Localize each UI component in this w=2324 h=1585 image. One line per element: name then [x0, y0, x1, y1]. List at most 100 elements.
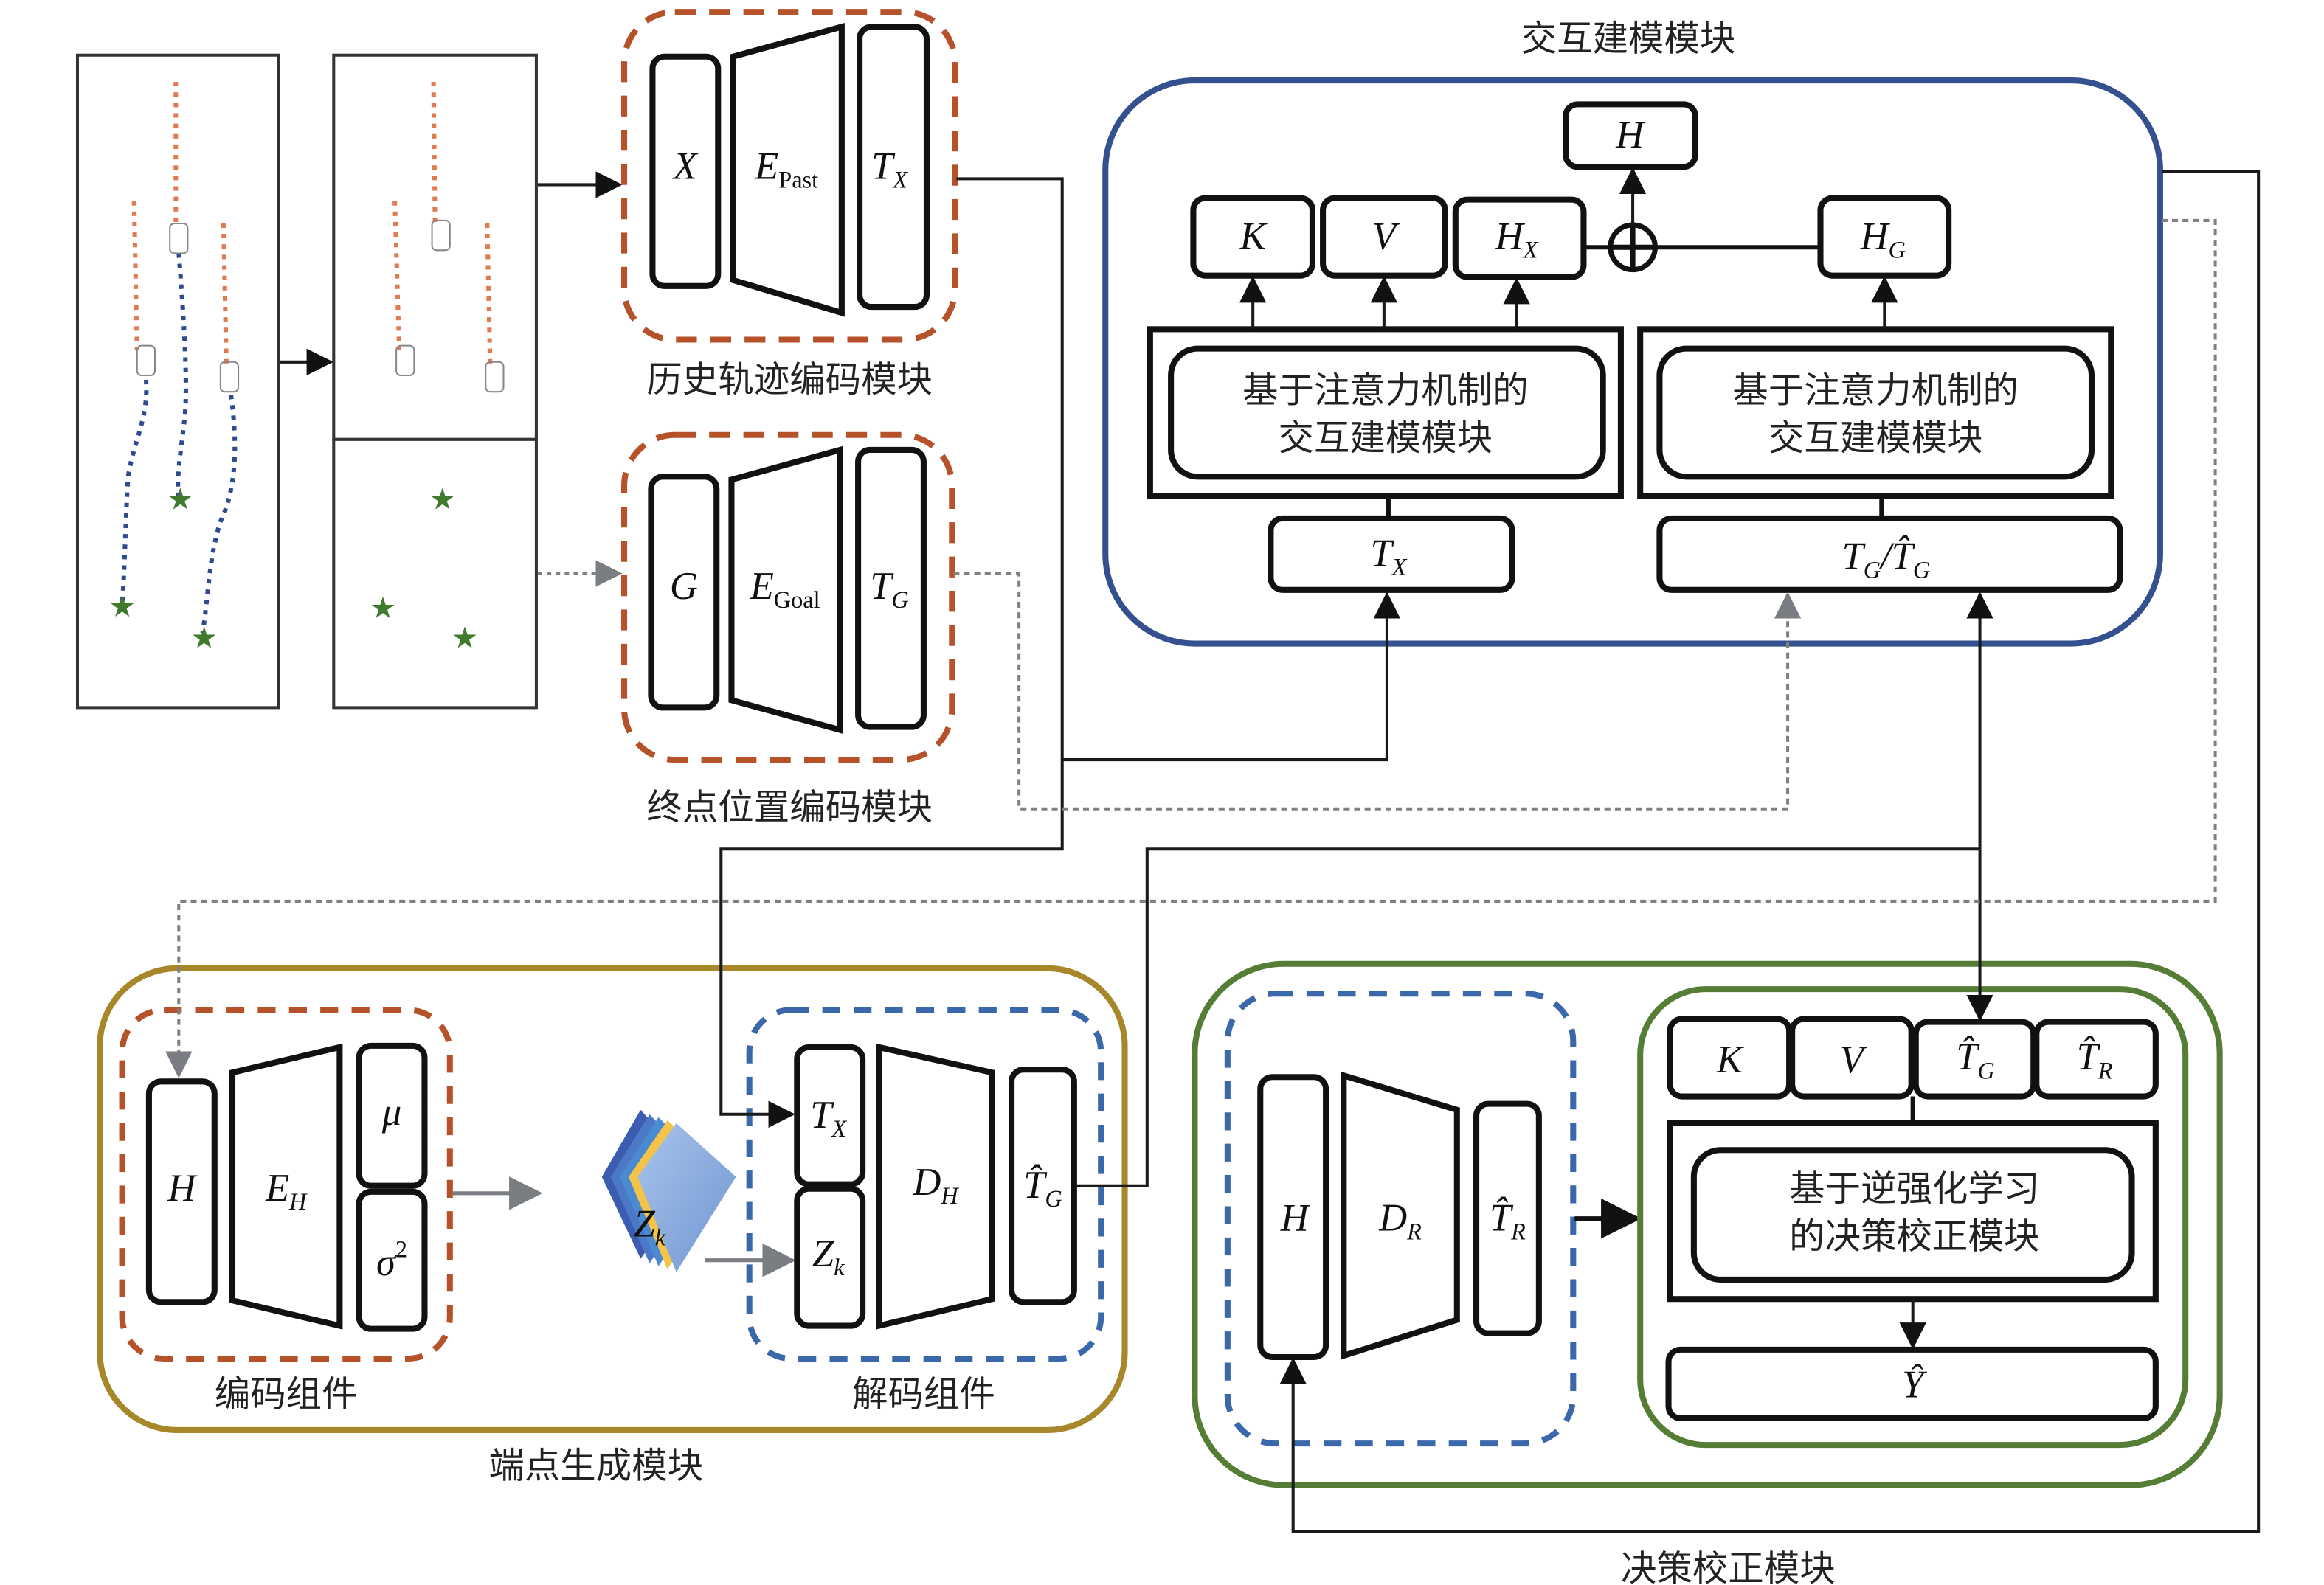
goal-encoder-net [728, 445, 843, 734]
dec-net-label: DH [912, 1161, 959, 1209]
final-output-label: Ŷ [1902, 1364, 1927, 1407]
vehicle-icon [485, 361, 505, 393]
goal-encoding-module: G EGoal TG 终点位置编码模块 [621, 431, 955, 828]
dec-tx-label: TX [810, 1094, 847, 1142]
endpoint-generation-module: 端点生成模块 编码组件 H EH μ σ2 Zk 解码组件 TX Zk DH [97, 965, 1128, 1487]
history-input-box [649, 53, 722, 289]
goal-encoder-label: EGoal [750, 565, 820, 613]
h-to-decision-connector [1279, 170, 2261, 1533]
goal-star-icon: ★ [370, 592, 396, 625]
future-trajectory [176, 253, 188, 500]
history-module-title: 历史轨迹编码模块 [646, 359, 933, 400]
decision-module-title: 决策校正模块 [1621, 1548, 1836, 1585]
irl-tr-box [2033, 1019, 2159, 1100]
endpoint-module-title: 端点生成模块 [488, 1446, 703, 1487]
irl-tg-label: T̂G [1956, 1036, 1995, 1083]
goal-output-box [855, 446, 927, 730]
future-trajectory [200, 394, 238, 634]
decision-decoder-component [1224, 991, 1577, 1447]
enc-h-box [145, 1078, 218, 1305]
dec-out-label: T̂G [1023, 1164, 1062, 1212]
goal-star-icon: ★ [429, 483, 456, 516]
k-label: K [1239, 215, 1268, 257]
history-input-label: X [672, 145, 699, 187]
tx-to-decoder-connector [719, 177, 1064, 1128]
interaction-input-tx-label: TX [1370, 532, 1407, 580]
latent-label: Zk [634, 1202, 666, 1250]
future-trajectory [120, 379, 149, 604]
attention-right-line2: 交互建模模块 [1768, 417, 1983, 459]
attention-left-line1: 基于注意力机制的 [1242, 370, 1529, 411]
irl-line1: 基于逆强化学习 [1789, 1168, 2039, 1210]
goal-star-icon: ★ [452, 622, 478, 655]
goal-input-label: G [670, 565, 698, 608]
final-output-box [1665, 1346, 2159, 1421]
decoder-component-title: 解码组件 [852, 1374, 995, 1415]
interaction-modeling-module: 交互建模模块 H K V HX HG 基于注意力机制的 交互建模模块 基于注意力… [1102, 18, 2163, 647]
irl-line2: 的决策校正模块 [1789, 1216, 2039, 1258]
interaction-output-h-box [1563, 101, 1698, 170]
vehicle-icon [431, 219, 451, 252]
interaction-input-tg-box [1656, 515, 2123, 593]
decision-tr-box [1473, 1100, 1542, 1336]
past-trajectory [221, 223, 229, 365]
decision-tr-label: T̂R [1490, 1196, 1526, 1244]
sigma-box [356, 1188, 428, 1332]
tx-to-interaction-connector [1062, 592, 1401, 762]
goal-module-title: 终点位置编码模块 [646, 787, 933, 828]
history-encoder-label: EPast [754, 145, 818, 193]
decision-dec-net-label: DR [1378, 1196, 1422, 1244]
past-trajectory [392, 201, 402, 350]
dec-tx-box [794, 1044, 866, 1187]
tg-hat-connector [1075, 847, 1980, 1187]
enc-h-label: H [167, 1167, 198, 1210]
tg-to-interaction-connector [953, 572, 1802, 811]
interaction-input-tg-label: TG/T̂G [1842, 535, 1931, 583]
past-trajectory [485, 223, 493, 365]
history-encoding-module: X EPast TX 历史轨迹编码模块 [621, 9, 958, 400]
decision-h-label: H [1280, 1196, 1311, 1239]
interaction-input-tx-box [1268, 515, 1515, 593]
vehicle-icon [395, 344, 415, 376]
hg-label: HG [1860, 215, 1906, 263]
enc-net-label: EH [265, 1167, 308, 1215]
mu-label: μ [381, 1091, 401, 1134]
decision-h-box [1257, 1074, 1329, 1361]
goal-star-icon: ★ [108, 590, 135, 623]
interaction-module-title: 交互建模模块 [1521, 18, 1736, 60]
sigma-label: σ2 [376, 1236, 407, 1284]
encoder-component-title: 编码组件 [215, 1374, 358, 1415]
irl-tr-label: T̂R [2077, 1036, 2113, 1083]
vehicle-icon [219, 361, 240, 393]
goal-scene-panel: ★ ★ ★ [332, 437, 538, 710]
irl-k-label: K [1716, 1038, 1745, 1081]
k-box [1190, 195, 1315, 279]
irl-container [1637, 986, 2189, 1449]
history-encoder-net [730, 23, 845, 317]
goal-star-icon: ★ [191, 622, 218, 655]
hg-box [1817, 195, 1952, 279]
vehicle-icon [169, 222, 189, 254]
hx-label: HX [1495, 215, 1539, 263]
history-output-box [857, 24, 930, 311]
decoder-component [746, 1007, 1104, 1362]
h-to-encoder-connector [165, 218, 2217, 1078]
decision-correction-module: 决策校正模块 H DR T̂R K V T̂G T̂R 基于逆强化学习 的决策校… [1192, 960, 2223, 1585]
goal-star-icon: ★ [167, 483, 193, 516]
enc-net [229, 1043, 343, 1330]
encoder-component [119, 1007, 453, 1362]
v-box [1320, 195, 1448, 279]
past-trajectory [131, 201, 139, 350]
interaction-output-h-label: H [1615, 114, 1646, 156]
hx-box [1452, 196, 1587, 280]
trajectory-scene-panel: ★ ★ ★ [75, 53, 280, 710]
mu-box [356, 1042, 428, 1189]
attention-right-line1: 基于注意力机制的 [1732, 370, 2019, 411]
goal-input-box [648, 474, 720, 711]
dec-z-label: Zk [812, 1232, 845, 1280]
dec-net [876, 1043, 995, 1330]
v-label: V [1372, 215, 1400, 257]
latent-stack-icon [601, 1109, 736, 1272]
irl-v-box [1789, 1016, 1915, 1100]
